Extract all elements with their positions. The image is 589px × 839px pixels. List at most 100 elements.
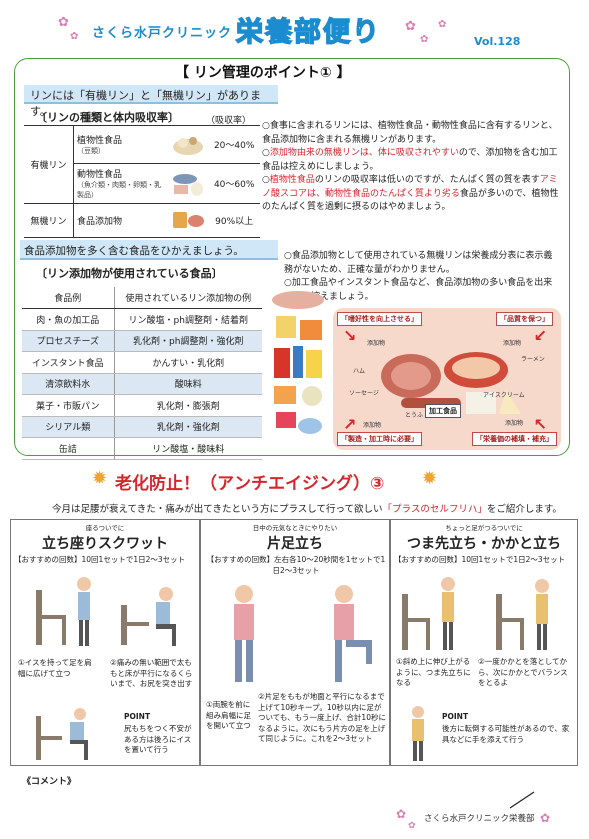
additive-lead: 食品添加物を多く含む食品をひかえましょう。 — [20, 240, 278, 260]
panel-title: つま先立ち・かかと立ち — [407, 536, 561, 552]
step-text: ①イスを持って足を肩幅に広げて立つ — [18, 658, 92, 678]
table-row: 有機リン 植物性食品 （豆類） 20〜40% — [24, 125, 260, 204]
flower-icon: ✿ — [408, 821, 416, 831]
point-text: 後方に転倒する可能性があるので、家具などに手を添えて行う — [442, 724, 570, 744]
step-text: ①斜め上に伸び上がるように、つま先立ちになる — [396, 657, 471, 687]
point-text: 尻もちをつく不安がある方は後ろにイスを置いて行う — [124, 724, 192, 754]
flower-icon: ✿ — [405, 19, 416, 34]
diagram-label: 「製造・加工時に必要」 — [337, 432, 422, 446]
newsletter-title: 栄養部便り — [235, 16, 381, 49]
type-food: 動物性食品 （魚介類・肉類・卵類・乳製品） — [73, 163, 169, 204]
table-row: プロセスチーズ乳化剤・ph調整剤・強化剤 — [22, 330, 262, 352]
diagram-small-label: アイスクリーム — [483, 392, 525, 399]
table-row: 無機リン 食品添加物 90%以上 — [24, 203, 260, 238]
squat-illustration — [36, 577, 176, 646]
additive-points: ○食品添加物として使用されている無機リンは栄養成分表に表示義務がないため、正確な… — [284, 250, 560, 304]
phosphorus-types-table: 有機リン 植物性食品 （豆類） 20〜40% 動物性食品 （魚介類・肉類・卵類・… — [24, 125, 260, 238]
phosphorus-lead: リンには「有機リン」と「無機リン」があります。 — [24, 85, 278, 118]
panel-recommendation: 【おすすめの回数】左右各10〜20秒間を1セットで1日2〜3セット — [206, 555, 386, 575]
clinic-name: さくら水戸クリニック — [92, 26, 233, 41]
type-category: 無機リン — [24, 203, 74, 238]
table-row: 動物性食品 （魚介類・肉類・卵類・乳製品） 40〜60% — [24, 163, 260, 204]
table-row: 缶詰リン酸塩・酸味料 — [22, 437, 262, 460]
step-text: ②片足をももが地面と平行になるまで上げて10秒キープ。10秒以内に足がついても、… — [258, 692, 386, 743]
column-header: 食品例 — [22, 287, 115, 309]
type-food: 植物性食品 （豆類） — [73, 125, 169, 164]
volume-number: Vol.128 — [474, 35, 521, 48]
antiaging-section-title: 老化防止！（アンチエイジング）③ — [115, 474, 385, 494]
additives-table: 食品例 使用されているリン添加物の例 肉・魚の加工品リン酸塩・ph調整剤・結着剤… — [22, 287, 262, 460]
diagram-label: 「品質を保つ」 — [496, 312, 553, 326]
comment-label: 《コメント》 — [22, 777, 77, 787]
processed-food-image — [381, 352, 521, 414]
diagram-small-label: 添加物 — [363, 422, 382, 429]
point-text: ○食事に含まれるリンには、植物性食品・動物性食品に含有するリンと、食品添加物に含… — [262, 121, 558, 145]
table-row: 肉・魚の加工品リン酸塩・ph調整剤・結着剤 — [22, 308, 262, 331]
table-row: 清涼飲料水酸味料 — [22, 373, 262, 395]
absorption-rate: 20〜40% — [208, 125, 260, 164]
additives-heading: 〔リン添加物が使用されている食品〕 — [36, 267, 223, 280]
diagram-small-label: ソーセージ — [349, 390, 379, 397]
column-header: 使用されているリン添加物の例 — [114, 287, 262, 309]
arrow-icon: ↗ — [343, 415, 357, 434]
squat-point-illustration — [36, 708, 88, 760]
point-label: POINT — [124, 712, 151, 721]
exercise-panel-one-leg — [200, 519, 390, 766]
table-row: 菓子・市販パン乳化剤・膨張剤 — [22, 394, 262, 417]
type-category: 有機リン — [24, 125, 74, 204]
point-text: ○植物性食品のリンの吸収率は低いのですが、たんぱく質の質を表すアミノ酸スコアは、… — [262, 175, 559, 212]
food-image — [168, 203, 209, 238]
step-text: ①両腕を前に組み肩幅に足を開いて立つ — [206, 700, 251, 730]
point-text: ○食品添加物として使用されている無機リンは栄養成分表に表示義務がないため、正確な… — [284, 251, 553, 275]
phosphorus-section-title: 【 リン管理のポイント① 】 — [175, 65, 351, 81]
point-text: ○添加物由来の無機リンは、体に吸収されやすいので、添加物を含む加工食品は控えめに… — [262, 148, 558, 172]
antiaging-intro: 今月は足腰が衰えてきた・痛みが出てきたという方にプラスして行って欲しい「プラスの… — [52, 504, 562, 515]
pen-stroke — [509, 791, 535, 809]
arrow-icon: ↙ — [533, 326, 547, 345]
diagram-small-label: ハム — [353, 368, 366, 375]
food-image — [168, 163, 209, 204]
flower-icon: ✿ — [540, 811, 551, 825]
one-leg-illustration — [234, 585, 372, 682]
sun-icon: ✹ — [92, 468, 108, 489]
panel-subtitle: ちょっと足がつるついでに — [445, 524, 523, 532]
flower-icon: ✿ — [396, 807, 407, 821]
diagram-label: 「嗜好性を向上させる」 — [337, 312, 422, 326]
types-heading: 〔リンの種類と体内吸収率〕 — [36, 111, 179, 124]
flower-icon: ✿ — [438, 19, 447, 30]
absorption-rate: 40〜60% — [208, 163, 260, 204]
exercise-panel-tiptoe — [390, 519, 578, 766]
type-food: 食品添加物 — [73, 203, 169, 238]
table-row: インスタント食品かんすい・乳化剤 — [22, 351, 262, 374]
tiptoe-illustration — [402, 577, 549, 650]
flower-icon: ✿ — [58, 15, 69, 30]
footer-credit: さくら水戸クリニック栄養部 — [424, 814, 535, 824]
panel-recommendation: 【おすすめの回数】10回1セットで1日2〜3セット — [14, 555, 186, 564]
panel-title: 片足立ち — [267, 536, 323, 552]
table-header-row: 食品例 使用されているリン添加物の例 — [22, 287, 262, 309]
step-text: ②痛みの無い範囲で太ももと床が平行になるくらいまで、お尻を突き出す — [110, 658, 193, 688]
absorption-label: （吸収率） — [206, 116, 252, 126]
phosphorus-section-frame — [14, 58, 570, 456]
diagram-small-label: 添加物 — [503, 340, 522, 347]
table-row: シリアル類乳化剤・強化剤 — [22, 416, 262, 438]
diagram-small-label: 添加物 — [367, 340, 386, 347]
panel-title: 立ち座りスクワット — [42, 536, 168, 552]
absorption-rate: 90%以上 — [208, 203, 260, 238]
point-label: POINT — [442, 712, 469, 721]
flower-icon: ✿ — [70, 31, 79, 42]
diagram-small-label: とうふ — [405, 412, 424, 419]
food-image — [168, 125, 209, 164]
tiptoe-point-illustration — [412, 706, 424, 761]
arrow-icon: ↘ — [343, 326, 357, 345]
diagram-center-label: 加工食品 — [425, 404, 461, 418]
panel-subtitle: 座るついでに — [85, 524, 125, 532]
diagram-label: 「栄養価の補填・補充」 — [472, 432, 557, 446]
additive-purpose-diagram: 「嗜好性を向上させる」 「品質を保つ」 「製造・加工時に必要」 「栄養価の補填・… — [333, 308, 561, 450]
sun-icon: ✹ — [422, 468, 438, 489]
point-text: ○加工食品やインスタント食品など、食品添加物の多い食品を出来るだけ控えましょう。 — [284, 278, 553, 302]
step-text: ②一度かかとを落としてから、次にかかとでバランスをとるよ — [478, 657, 568, 687]
flower-icon: ✿ — [420, 34, 429, 45]
panel-recommendation: 【おすすめの回数】10回1セットで1日2〜3セット — [394, 555, 566, 564]
panel-subtitle: 日中の元気なときにやりたい — [252, 524, 338, 532]
